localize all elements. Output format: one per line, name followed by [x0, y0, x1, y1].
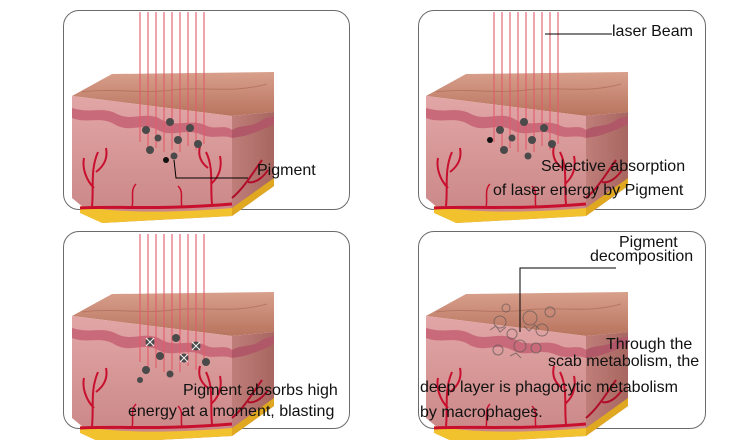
pigment-particles-2 — [487, 118, 556, 160]
laser-beams-1 — [139, 12, 205, 152]
pigment-pointer-1 — [173, 159, 248, 179]
caption-3-line-1: Pigment absorbs high — [183, 382, 338, 399]
laser-beams-3 — [139, 234, 205, 372]
decomposition-label-line-2: decomposition — [590, 248, 694, 265]
caption-4-line-4: by macrophages. — [420, 404, 543, 421]
pigment-particles-1 — [142, 118, 202, 163]
caption-4-line-3: deep layer is phagocytic metabolism — [420, 379, 678, 396]
caption-3-line-2: energy at a moment, blasting — [128, 403, 335, 420]
decomposed-pigment-4 — [489, 303, 556, 359]
laser-beam-label: laser Beam — [612, 23, 693, 40]
pigment-label: Pigment — [257, 162, 316, 179]
caption-2-line-1: Selective absorption — [541, 158, 686, 175]
caption-4-line-2: scab metabolism, the — [548, 353, 700, 370]
blast-sparks-3 — [145, 337, 201, 363]
decomposition-pointer — [519, 267, 616, 332]
decomposition-label-line-1: Pigment — [619, 234, 678, 251]
caption-4-line-1: Through the — [606, 336, 693, 353]
caption-2-line-2: of laser energy by Pigment — [493, 182, 684, 199]
